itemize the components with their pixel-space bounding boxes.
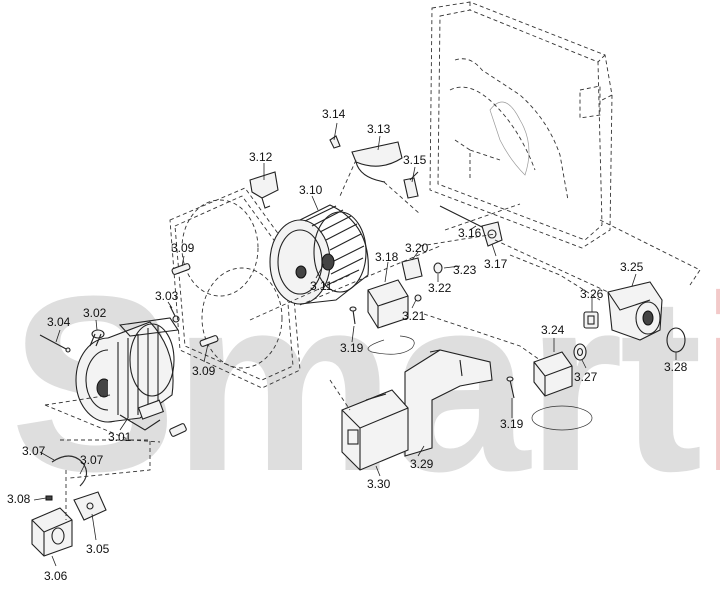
watermark-accent: i — [699, 244, 720, 523]
part-3-15-lever — [403, 171, 419, 199]
callout-labels: 3.14 3.13 3.15 3.12 3.10 3.11 3.09 3.03 … — [7, 107, 688, 583]
leader-lines — [33, 122, 677, 567]
label-3-06: 3.06 — [44, 569, 68, 583]
label-3-25: 3.25 — [620, 260, 644, 274]
part-3-20-bracket — [401, 257, 423, 281]
part-3-14-clip — [329, 135, 341, 149]
part-3-06-photocell-block — [31, 507, 73, 557]
label-3-14: 3.14 — [322, 107, 346, 121]
part-3-26-filter — [583, 311, 599, 329]
part-3-10-fan-wheel — [269, 204, 369, 305]
label-3-26: 3.26 — [580, 287, 604, 301]
mounting-plate — [169, 187, 301, 389]
label-3-28: 3.28 — [664, 360, 688, 374]
label-3-17: 3.17 — [484, 257, 508, 271]
part-3-01-motor — [75, 317, 179, 431]
label-3-23: 3.23 — [453, 263, 477, 277]
part-3-02-screw — [89, 329, 105, 347]
label-3-24: 3.24 — [541, 323, 565, 337]
part-3-04-pin — [39, 334, 71, 353]
label-3-27: 3.27 — [574, 370, 598, 384]
part-3-29-bracket-plate — [404, 349, 493, 457]
assembly-lines — [44, 159, 701, 520]
label-3-30: 3.30 — [367, 477, 391, 491]
part-3-25-oil-pump — [607, 281, 663, 341]
label-3-03: 3.03 — [155, 289, 179, 303]
label-3-21: 3.21 — [402, 309, 426, 323]
part-3-30-control-box — [341, 389, 409, 471]
part-3-27-washer — [573, 343, 587, 361]
part-3-21-nut — [414, 294, 422, 302]
label-3-04: 3.04 — [47, 315, 71, 329]
label-3-16: 3.16 — [458, 226, 482, 240]
part-3-07-cable — [51, 455, 88, 487]
label-3-20: 3.20 — [405, 241, 429, 255]
label-3-15: 3.15 — [403, 153, 427, 167]
label-3-05: 3.05 — [86, 542, 110, 556]
motor-mount-screw — [169, 423, 187, 437]
label-3-08: 3.08 — [7, 492, 31, 506]
label-3-22: 3.22 — [428, 281, 452, 295]
label-3-10: 3.10 — [299, 183, 323, 197]
burner-housing — [429, 1, 613, 249]
label-3-29: 3.29 — [410, 457, 434, 471]
part-3-13-air-damper — [351, 141, 403, 183]
label-3-19-right: 3.19 — [500, 417, 524, 431]
part-3-09-bolt-upper — [171, 263, 191, 275]
part-3-16-shaft — [439, 205, 485, 229]
part-3-22-nozzle — [433, 262, 443, 274]
label-3-11: 3.11 — [310, 279, 333, 293]
label-3-01: 3.01 — [108, 430, 132, 444]
part-3-05-plate — [73, 491, 107, 521]
label-3-07-right: 3.07 — [80, 453, 104, 467]
part-3-19-screw-right — [506, 376, 515, 399]
label-3-13: 3.13 — [367, 122, 391, 136]
part-3-17-coupling — [481, 221, 503, 247]
part-3-18-ignition-unit — [367, 279, 415, 355]
label-3-09-upper: 3.09 — [171, 241, 195, 255]
label-3-09-lower: 3.09 — [192, 364, 216, 378]
label-3-02: 3.02 — [83, 306, 107, 320]
part-3-09-bolt-lower — [199, 335, 219, 347]
part-3-24-solenoid — [531, 351, 593, 431]
part-3-12-bracket — [249, 171, 279, 209]
label-3-07-left: 3.07 — [22, 444, 46, 458]
part-3-08-clip — [45, 495, 53, 501]
part-3-19-screw-left — [349, 306, 357, 325]
label-3-19-left: 3.19 — [340, 341, 364, 355]
label-3-18: 3.18 — [375, 250, 399, 264]
label-3-12: 3.12 — [249, 150, 273, 164]
